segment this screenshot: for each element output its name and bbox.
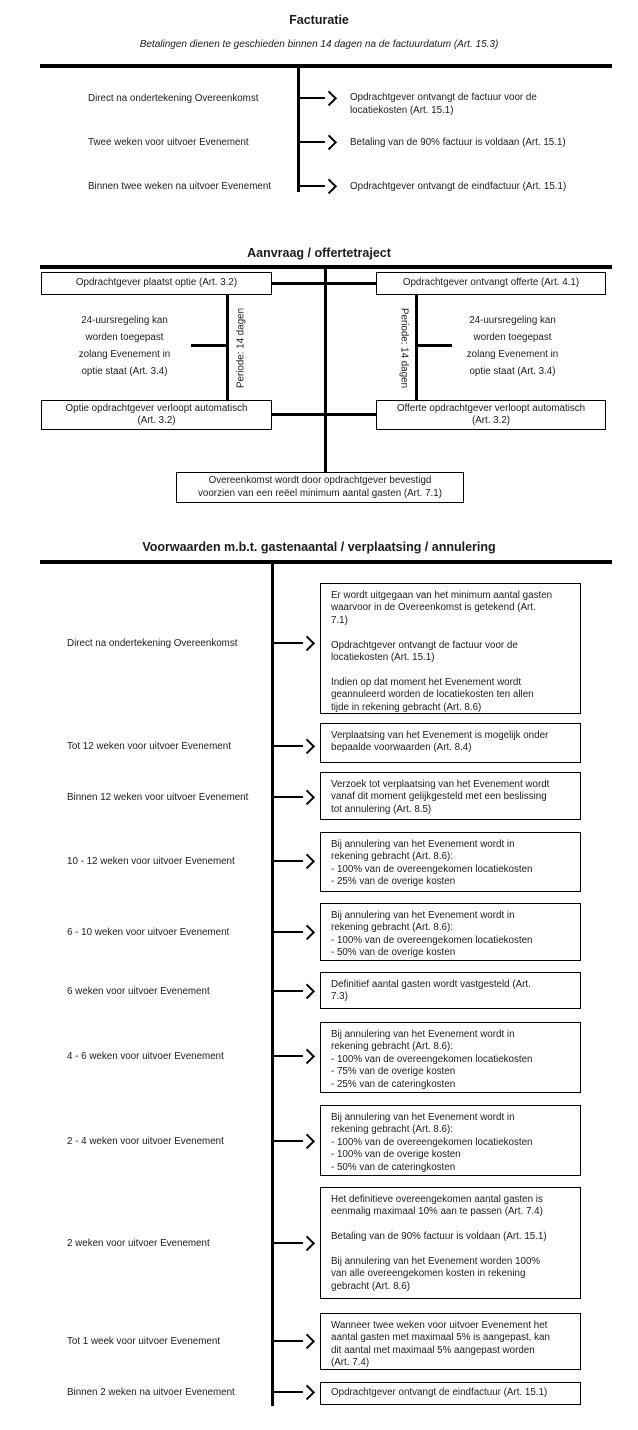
left-period-line: [226, 295, 229, 401]
arrow-right-icon: [299, 96, 325, 100]
voorwaarden-row-label: 6 weken voor uitvoer Evenement: [67, 986, 210, 997]
facturatie-row-label: Binnen twee weken na uitvoer Evenement: [88, 181, 271, 192]
voorwaarden-row-label: 2 weken voor uitvoer Evenement: [67, 1238, 210, 1249]
voorwaarden-rule-line: [40, 560, 612, 564]
condition-box: Bij annulering van het Evenement wordt i…: [320, 1105, 581, 1176]
arrow-right-icon: [273, 744, 303, 748]
voorwaarden-row-label: 2 - 4 weken voor uitvoer Evenement: [67, 1136, 224, 1147]
condition-box: Definitief aantal gasten wordt vastgeste…: [320, 972, 581, 1009]
voorwaarden-row-label: Tot 12 weken voor uitvoer Evenement: [67, 741, 231, 752]
left-note-stub-line: [191, 344, 226, 347]
condition-box: Er wordt uitgegaan van het minimum aanta…: [320, 583, 581, 714]
right-period-label: Periode: 14 dagen: [398, 307, 410, 389]
connector-line: [272, 413, 376, 416]
voorwaarden-title: Voorwaarden m.b.t. gastenaantal / verpla…: [142, 540, 496, 554]
offer-received-box: Opdrachtgever ontvangt offerte (Art. 4.1…: [376, 272, 606, 295]
arrow-right-icon: [273, 859, 303, 863]
right-period-line: [415, 295, 418, 400]
facturatie-row-label: Direct na ondertekening Overeenkomst: [88, 93, 259, 104]
left-period-label: Periode: 14 dagen: [235, 307, 247, 389]
arrow-right-icon: [273, 1054, 303, 1058]
voorwaarden-row-label: Direct na ondertekening Overeenkomst: [67, 638, 238, 649]
right-24h-note: 24-uursregeling kan worden toegepast zol…: [466, 315, 559, 377]
left-24h-note: 24-uursregeling kan worden toegepast zol…: [78, 315, 171, 377]
voorwaarden-row-label: 4 - 6 weken voor uitvoer Evenement: [67, 1051, 224, 1062]
facturatie-row-label: Twee weken voor uitvoer Evenement: [88, 137, 249, 148]
condition-box: Verplaatsing van het Evenement is mogeli…: [320, 723, 581, 763]
right-note-stub-line: [417, 344, 452, 347]
arrow-right-icon: [273, 641, 303, 645]
condition-box: Opdrachtgever ontvangt de eindfactuur (A…: [320, 1382, 581, 1405]
facturatie-row-result: Opdrachtgever ontvangt de factuur voor d…: [350, 92, 537, 116]
condition-box: Bij annulering van het Evenement wordt i…: [320, 903, 581, 961]
connector-line: [272, 282, 376, 285]
arrow-right-icon: [273, 1339, 303, 1343]
agreement-confirmed-box: Overeenkomst wordt door opdrachtgever be…: [176, 472, 464, 503]
arrow-right-icon: [273, 795, 303, 799]
facturatie-subtitle: Betalingen dienen te geschieden binnen 1…: [139, 39, 499, 50]
arrow-right-icon: [273, 1139, 303, 1143]
voorwaarden-row-label: Binnen 12 weken voor uitvoer Evenement: [67, 792, 249, 803]
voorwaarden-row-label: Binnen 2 weken na uitvoer Evenement: [67, 1387, 235, 1398]
aanvraag-title: Aanvraag / offertetraject: [247, 246, 391, 260]
arrow-right-icon: [273, 930, 303, 934]
condition-box: Bij annulering van het Evenement wordt i…: [320, 1022, 581, 1093]
voorwaarden-row-label: Tot 1 week voor uitvoer Evenement: [67, 1336, 221, 1347]
aanvraag-center-line: [324, 265, 327, 473]
facturatie-divider-line: [297, 64, 300, 192]
arrow-right-icon: [273, 1390, 303, 1394]
option-expires-box: Optie opdrachtgever verloopt automatisch…: [41, 400, 272, 430]
voorwaarden-row-label: 6 - 10 weken voor uitvoer Evenement: [67, 927, 230, 938]
voorwaarden-divider-line: [271, 560, 274, 1406]
voorwaarden-row-label: 10 - 12 weken voor uitvoer Evenement: [67, 856, 235, 867]
arrow-right-icon: [273, 989, 303, 993]
facturatie-title: Facturatie: [289, 13, 349, 27]
option-placed-box: Opdrachtgever plaatst optie (Art. 3.2): [41, 272, 272, 295]
condition-box: Bij annulering van het Evenement wordt i…: [320, 832, 581, 892]
facturatie-rule-line: [40, 64, 612, 68]
condition-box: Het definitieve overeengekomen aantal ga…: [320, 1187, 581, 1299]
offer-expires-box: Offerte opdrachtgever verloopt automatis…: [376, 400, 606, 430]
arrow-right-icon: [299, 184, 325, 188]
facturatie-row-result: Opdrachtgever ontvangt de eindfactuur (A…: [350, 181, 567, 192]
condition-box: Verzoek tot verplaatsing van het Eveneme…: [320, 772, 581, 820]
condition-box: Wanneer twee weken voor uitvoer Evenemen…: [320, 1313, 581, 1370]
facturatie-row-result: Betaling van de 90% factuur is voldaan (…: [350, 137, 566, 148]
arrow-right-icon: [273, 1241, 303, 1245]
arrow-right-icon: [299, 140, 325, 144]
